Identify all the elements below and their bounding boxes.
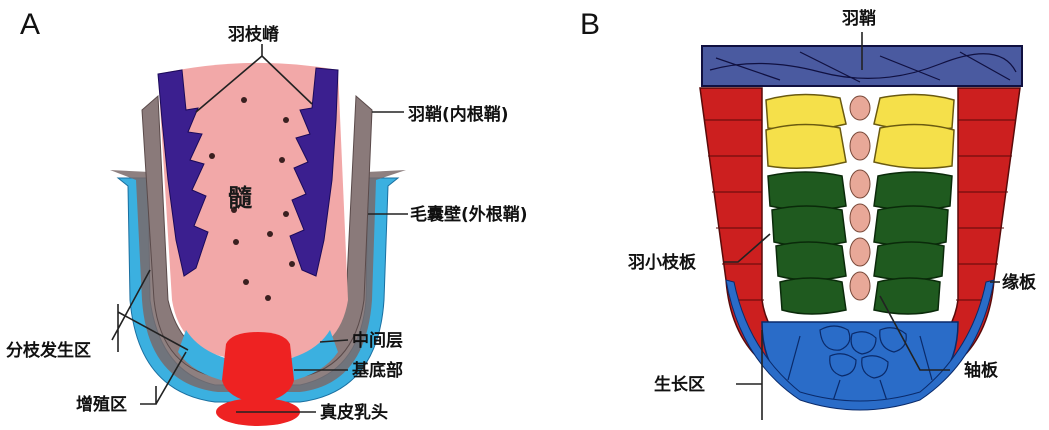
label-growth-zone: 生长区 — [654, 374, 705, 395]
label-barb-ridge: 羽枝嵴 — [228, 24, 280, 45]
label-marginal-plate: 缘板 — [1002, 272, 1037, 293]
label-proliferation-zone: 增殖区 — [76, 394, 127, 415]
label-axial-plate: 轴板 — [964, 360, 999, 381]
label-dermal-papilla: 真皮乳头 — [320, 402, 388, 423]
panel-b: B — [580, 8, 1037, 420]
axial-plate — [850, 96, 870, 300]
pulp-label: 髓 — [228, 184, 253, 212]
dermal-papilla — [222, 332, 294, 404]
panel-a-letter: A — [20, 8, 40, 41]
label-intermediate-layer: 中间层 — [352, 330, 403, 351]
label-sheath-inner: 羽鞘(内根鞘) — [408, 104, 509, 125]
label-barb-generative-zone: 分枝发生区 — [6, 340, 91, 361]
panel-a: A 髓 — [6, 8, 528, 426]
label-basal-layer: 基底部 — [351, 360, 403, 381]
label-follicle-wall: 毛囊壁(外根鞘) — [410, 204, 528, 225]
label-barbule-plate: 羽小枝板 — [628, 252, 697, 273]
panel-b-letter: B — [580, 8, 600, 41]
label-sheath: 羽鞘 — [842, 8, 876, 29]
